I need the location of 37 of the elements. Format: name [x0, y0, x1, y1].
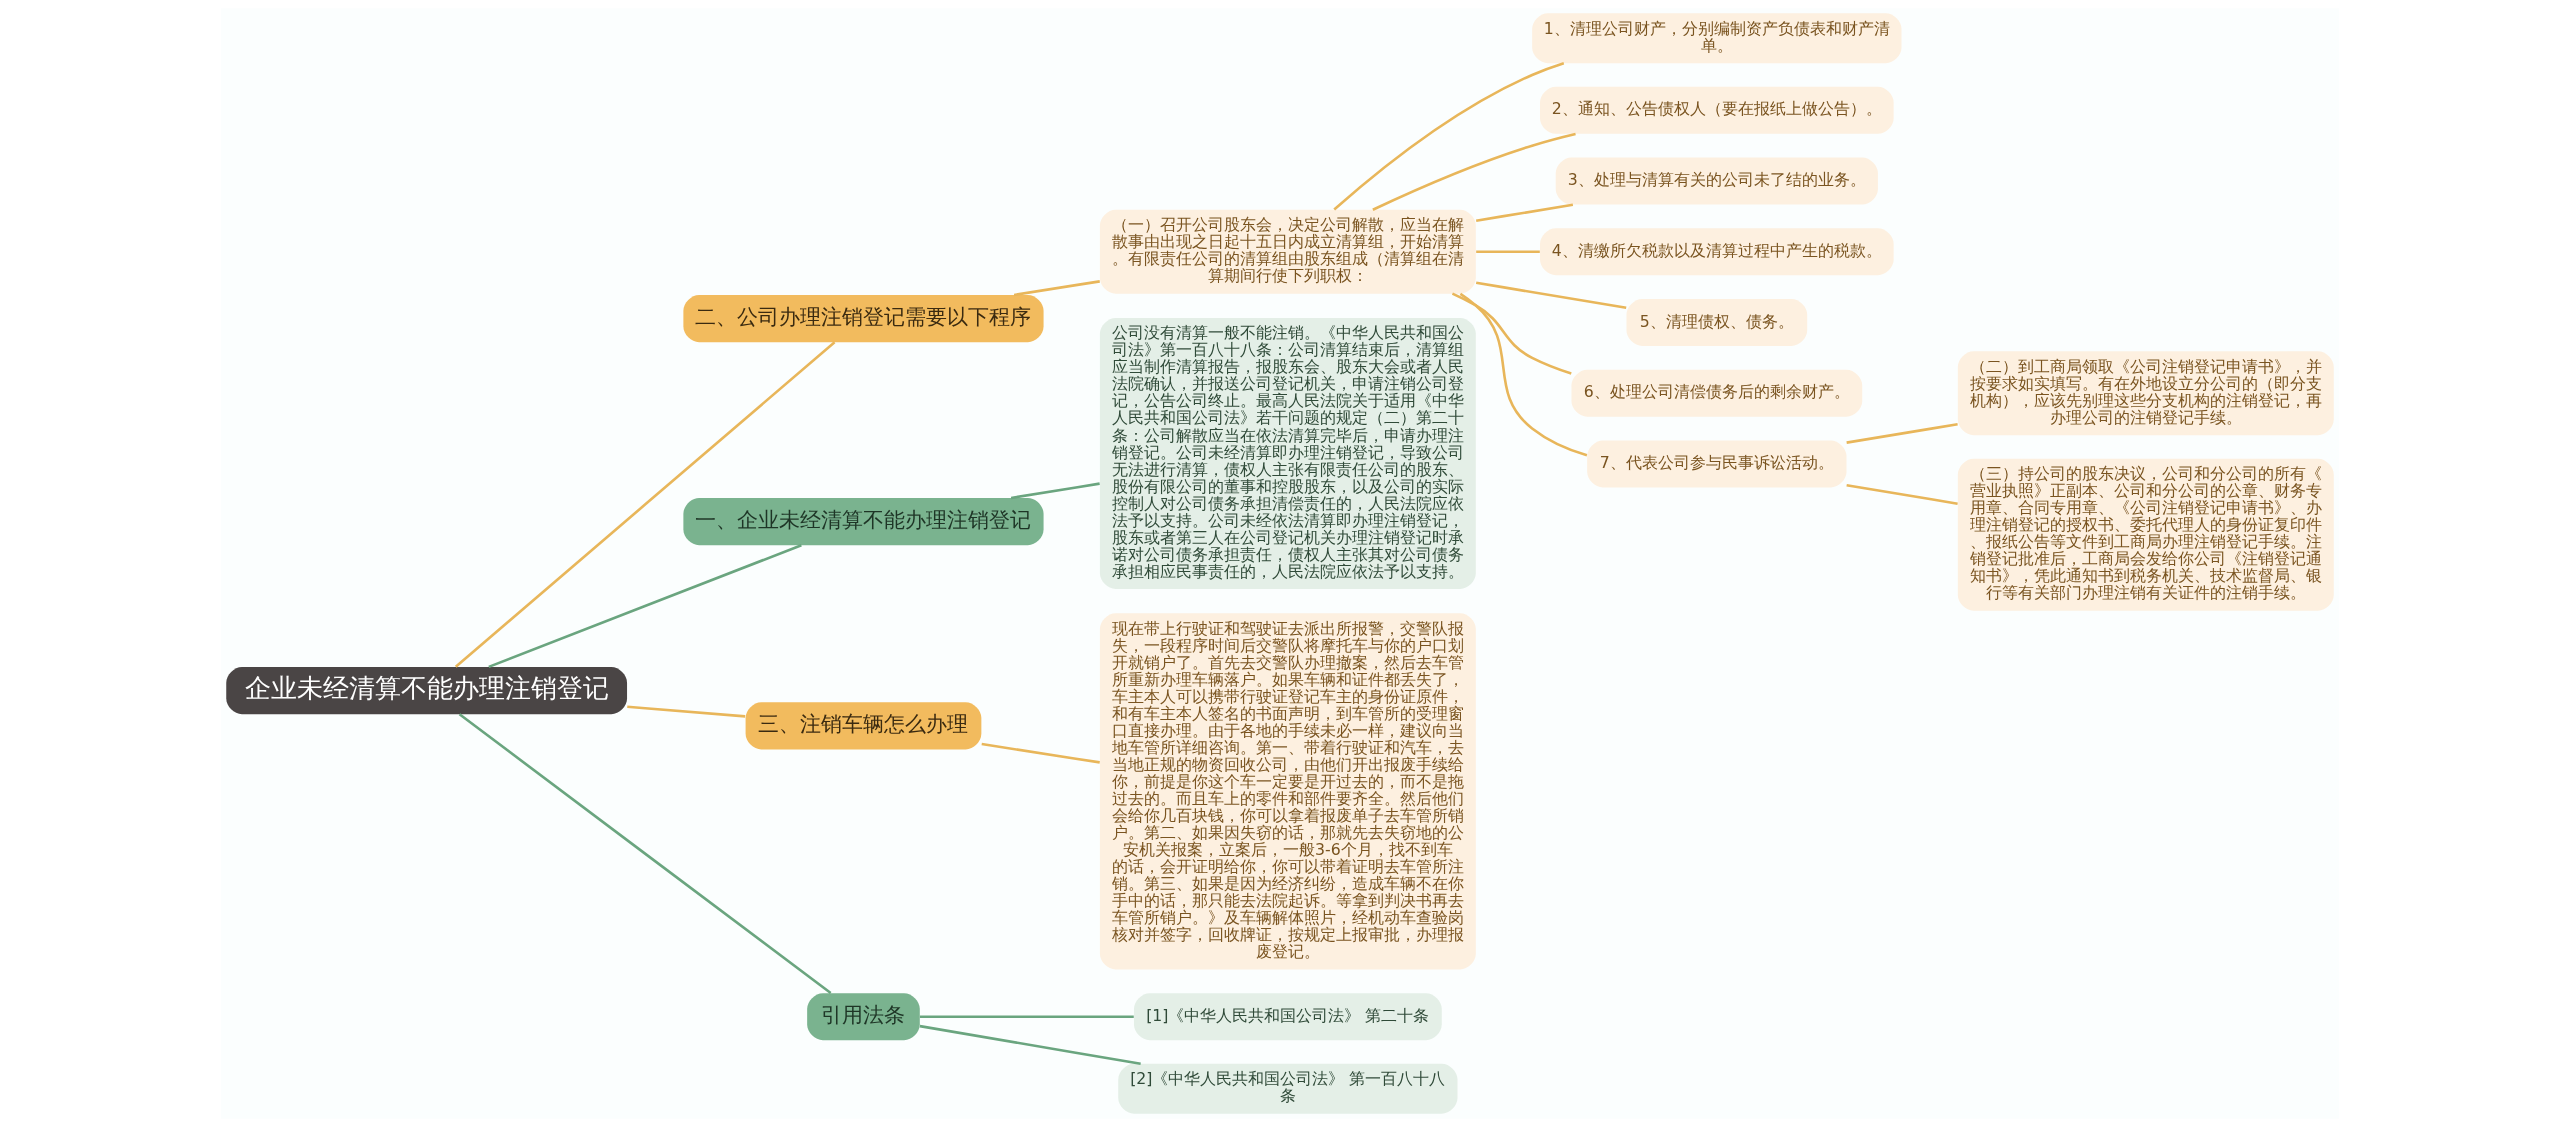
node-box: 引用法条 [807, 993, 920, 1041]
connector [981, 742, 1100, 764]
connector [1846, 484, 1958, 505]
node-box: 7、代表公司参与民事诉讼活动。 [1587, 440, 1847, 488]
connector [488, 544, 802, 669]
node-box: [1]《中华人民共和国公司法》 第二十条 [1133, 993, 1442, 1041]
connector [1451, 292, 1572, 375]
node-box: 1、清理公司财产，分别编制资产负债表和财产清单。 [1532, 13, 1902, 64]
connector [1372, 132, 1576, 211]
connector [458, 713, 832, 995]
connector [1475, 203, 1574, 223]
node-box: 现在带上行驶证和驾驶证去派出所报警，交警队报失，一段程序时间后交警队将摩托车与你的户口划开就销户了。首先去交警队办理撤案，然后去车管所重新办理车辆落户。如果车辆和证件都丢失了，车主本人可以携带行驶证登记车主的身份证原件，和有车主本人签名的书面声明，到车管所的受理窗口直接办理。由于各地的手续未必一样，建议向当地车管所详细咨询。第一、带着行驶证和汽车，去当地正规的物资回收公司，由他们开出报废手续给你，前提是你这个车一定要是开过去的，而不是拖过去的。而且车上的零件和部件要齐全。然后他们会给你几百块钱，你可以拿着报废单子去车管所销户。第二、如果因失窃的话，那就先去失窃地的公安机关报案，立案后，一般3-6个月，找不到车的话，会开证明给你，你可以带着证明去车管所注销。第三、如果是因为经济纠纷，造成车辆不在你手中的话，那只能去法院起诉。等拿到判决书再去车管所销户。》及车辆解体照片，经机动车查验岗核对并签字，回收牌证，按规定上报审批，办理报废登记。 [1099, 613, 1476, 970]
node-box: [2]《中华人民共和国公司法》 第一百八十八条 [1118, 1063, 1458, 1114]
node-box: （一）召开公司股东会，决定公司解散，应当在解散事由出现之日起十五日内成立清算组，开始清算。有限责任公司的清算组由股东组成（清算组在清算期间行使下列职权： [1099, 209, 1476, 294]
connector [627, 705, 746, 718]
node-box: （三）持公司的股东决议，公司和分公司的所有《营业执照》正副本、公司和分公司的公章、财务专用章、合同专用章、《公司注销登记申请书》、办理注销登记的授权书、委托代理人的身份证复印件、报纸公告等文件到工商局办理注销登记手续。注销登记批准后，工商局会发给你公司《注销登记通知书》，凭此通知书到税务机关、技术监督局、银行等有关部门办理注销有关证件的注销手续。 [1957, 458, 2334, 611]
node-box: 一、企业未经清算不能办理注销登记 [683, 498, 1044, 546]
connector [919, 1015, 1134, 1018]
connector [1476, 250, 1540, 254]
node-box: 三、注销车辆怎么办理 [745, 702, 982, 750]
node-box: 4、清缴所欠税款以及清算过程中产生的税款。 [1540, 228, 1894, 276]
node-box: 2、通知、公告债权人（要在报纸上做公告）。 [1540, 86, 1894, 134]
node-box: 5、清理债权、债务。 [1626, 298, 1808, 347]
connector [1475, 281, 1627, 309]
connector [1010, 482, 1100, 500]
connector [454, 341, 836, 668]
node-box: 公司没有清算一般不能注销。《中华人民共和国公司法》第一百八十八条：公司清算结束后，清算组应当制作清算报告，报股东会、股东大会或者人民法院确认，并报送公司登记机关，申请注销公司登记，公告公司终止。最高人民法院关于适用《中华人民共和国公司法》若干问题的规定（二）第二十条：公司解散应当在依法清算完毕后，申请办理注销登记。公司未经清算即办理注销登记，导致公司无法进行清算，债权人主张有限责任公司的股东、股份有限公司的董事和控股股东，以及公司的实际控制人对公司债务承担清偿责任的，人民法院应依法予以支持。公司未经依法清算即办理注销登记，股东或者第三人在公司登记机关办理注销登记时承诺对公司债务承担责任，债权人主张其对公司债务承担相应民事责任的，人民法院应依法予以支持。 [1099, 317, 1476, 590]
connector [1846, 422, 1958, 444]
connector [919, 1024, 1141, 1066]
node-box: 企业未经清算不能办理注销登记 [226, 667, 628, 715]
connector [1013, 280, 1100, 297]
node-box: 6、处理公司清偿债务后的剩余财产。 [1571, 369, 1863, 417]
node-box: 3、处理与清算有关的公司未了结的业务。 [1555, 157, 1878, 205]
node-box: （二）到工商局领取《公司注销登记申请书》，并按要求如实填写。有在外地设立分公司的（即分支机构），应该先别理这些分支机构的注销登记，再办理公司的注销登记手续。 [1957, 351, 2334, 436]
node-box: 二、公司办理注销登记需要以下程序 [683, 295, 1044, 343]
connector [1459, 292, 1588, 457]
connector [1333, 61, 1565, 211]
